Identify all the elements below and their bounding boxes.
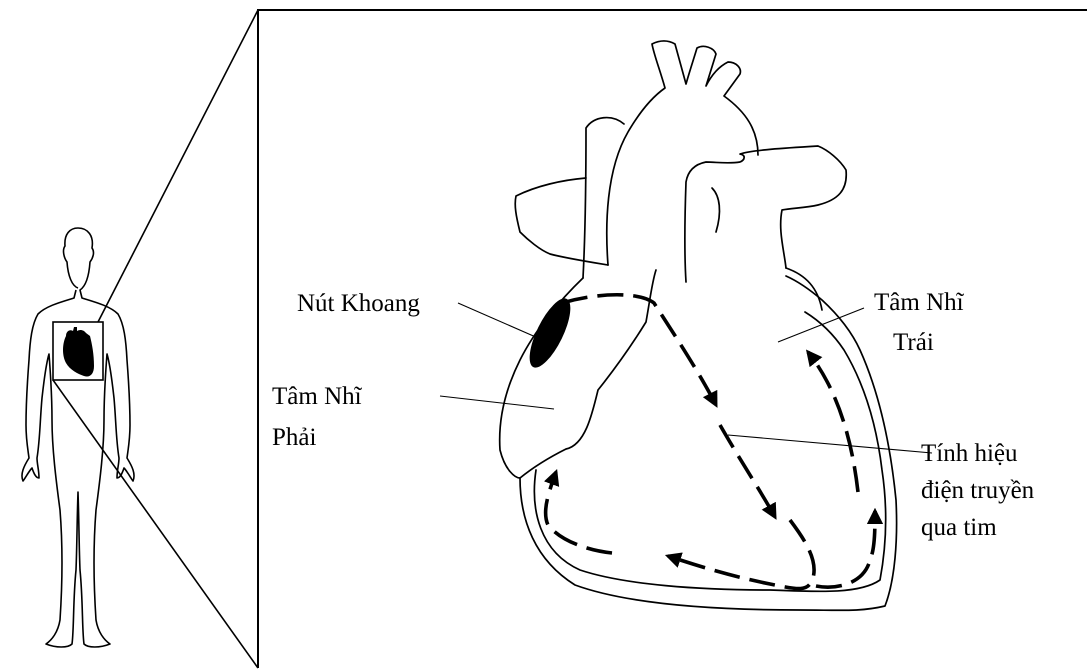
leader-sa-node: [458, 303, 538, 338]
heart-silhouette-icon: [63, 327, 94, 377]
signal-path-sa-to-apex: [562, 295, 716, 405]
label-signal-line3: qua tim: [921, 512, 997, 543]
label-right-atrium-line1: Tâm Nhĩ: [272, 381, 362, 412]
signal-path-right-up: [546, 472, 612, 553]
label-right-atrium-line2: Phải: [272, 422, 316, 453]
leader-signal: [728, 435, 932, 453]
label-signal-line1: Tính hiệu: [921, 438, 1018, 469]
human-body-outline-icon: [22, 228, 134, 647]
leader-right-atrium: [440, 396, 554, 409]
conduction-pathway: [546, 295, 875, 589]
label-sa-node: Nút Khoang: [297, 288, 420, 319]
signal-path-bottom: [668, 520, 814, 589]
signal-path-left-up: [816, 511, 875, 587]
zoom-line-top: [98, 10, 258, 322]
signal-path-left-upper: [808, 352, 858, 492]
zoom-line-bottom: [53, 380, 258, 668]
sa-node-icon: [522, 293, 579, 373]
zoom-frame: [258, 10, 1087, 668]
leader-left-atrium: [778, 308, 864, 342]
label-left-atrium-line2: Trái: [893, 327, 934, 358]
label-left-atrium-line1: Tâm Nhĩ: [874, 287, 964, 318]
label-signal-line2: điện truyền: [921, 475, 1034, 506]
